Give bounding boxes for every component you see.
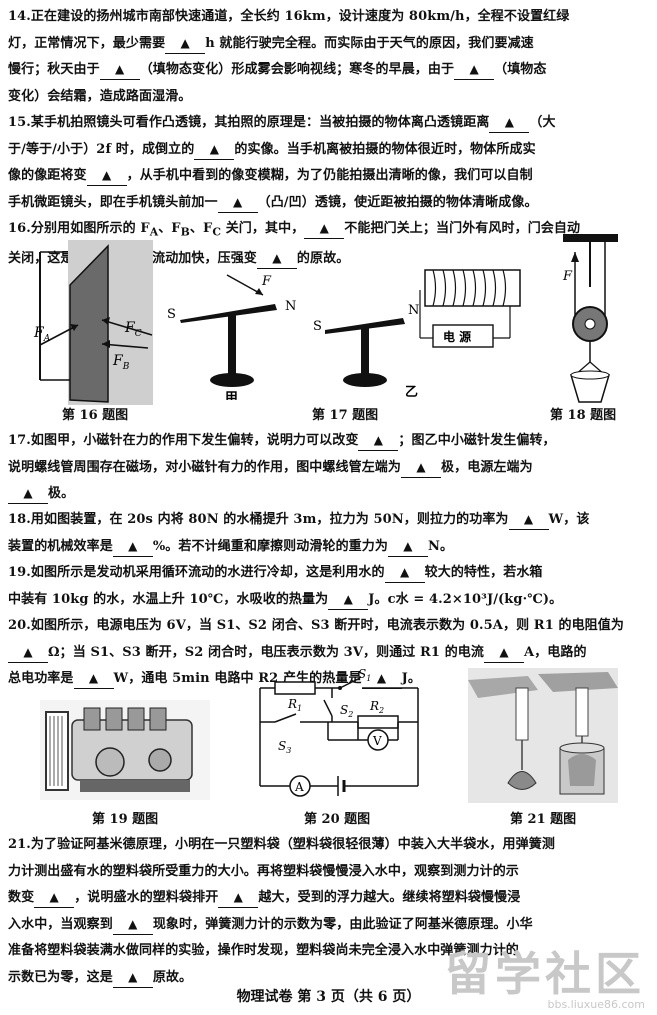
caption-fig20: 第 20 题图 [304, 812, 371, 827]
answer-blank[interactable]: ▲ [165, 34, 206, 54]
answer-blank[interactable]: ▲ [384, 563, 425, 583]
figure-17-compass: S N F 甲 S N 电 源 乙 [167, 269, 521, 400]
force-label-f: F [261, 274, 272, 289]
force-label-fc: FC [124, 320, 142, 339]
caption-fig18: 第 18 题图 [550, 408, 617, 423]
pole-n-label: N [285, 299, 296, 314]
pole-s-label: S [167, 307, 176, 322]
q21-line-5: 准备将塑料袋装满水做同样的实验，操作时发现，塑料袋尚未完全浸入水中弹簧测力计的 [8, 943, 519, 958]
answer-blank[interactable]: ▲ [387, 537, 428, 557]
q20-line-1: 20.如图所示，电源电压为 6V，当 S1、S2 闭合、S3 断开时，电流表示数… [8, 618, 624, 633]
watermark-url: bbs.liuxue86.com [547, 998, 645, 1011]
q17-line-3: ▲极。 [8, 481, 648, 508]
pole-n-label: N [408, 303, 419, 318]
force-label-fa: FA [33, 325, 51, 344]
figure-18-pulley: F [562, 234, 618, 403]
answer-blank[interactable]: ▲ [112, 915, 153, 935]
q17-line-1: 17.如图甲，小磁针在力的作用下发生偏转，说明力可以改变▲；图乙中小磁针发生偏转… [8, 428, 648, 455]
force-label-fb: FB [112, 353, 130, 372]
label-s2: S2 [340, 703, 353, 719]
answer-blank[interactable]: ▲ [218, 888, 259, 908]
answer-blank[interactable]: ▲ [304, 219, 345, 239]
q15-line-3: 像的像距将变▲，从手机中看到的像变模糊，为了仍能拍摄出清晰的像，我们可以自制 [8, 163, 648, 190]
label-jia: 甲 [225, 391, 238, 400]
answer-blank[interactable]: ▲ [34, 888, 75, 908]
answer-blank[interactable]: ▲ [112, 537, 153, 557]
q21-line-3: 数变▲，说明盛水的塑料袋排开▲越大，受到的浮力越大。继续将塑料袋慢慢浸 [8, 885, 648, 912]
answer-blank[interactable]: ▲ [489, 113, 530, 133]
answer-blank[interactable]: ▲ [8, 484, 48, 504]
q15-line-4: 手机微距镜头，即在手机镜头前加一▲（凸/凹）透镜，使近距被拍摄的物体清晰成像。 [8, 190, 648, 217]
q14-line-1: 14.正在建设的扬州城市南部快速通道，全长约 16km，设计速度为 80km/h… [8, 9, 570, 24]
answer-blank[interactable]: ▲ [112, 968, 153, 988]
answer-blank[interactable]: ▲ [217, 193, 258, 213]
answer-blank[interactable]: ▲ [484, 643, 525, 663]
label-r2: R2 [369, 699, 384, 715]
answer-blank[interactable]: ▲ [86, 166, 127, 186]
q20-line-2: ▲Ω；当 S1、S3 断开，S2 闭合时，电压表示数为 3V，则通过 R1 的电… [8, 640, 648, 667]
q21-line-1: 21.为了验证阿基米德原理，小明在一只塑料袋（塑料袋很轻很薄）中装入大半袋水，用… [8, 837, 555, 852]
answer-blank[interactable]: ▲ [454, 60, 495, 80]
caption-fig21: 第 21 题图 [510, 812, 577, 827]
watermark-logo: 留学社区 [445, 947, 645, 1001]
q18-line-1: 18.用如图装置，在 20s 内将 80N 的水桶提升 3m，拉力为 50N，则… [8, 507, 648, 534]
answer-blank[interactable]: ▲ [194, 140, 235, 160]
q19-line-1: 19.如图所示是发动机采用循环流动的水进行冷却，这是利用水的▲较大的特性，若水箱 [8, 560, 648, 587]
question-19: 19.如图所示是发动机采用循环流动的水进行冷却，这是利用水的▲较大的特性，若水箱… [8, 560, 648, 613]
answer-blank[interactable]: ▲ [73, 669, 114, 689]
answer-blank[interactable]: ▲ [99, 60, 140, 80]
question-21: 21.为了验证阿基米德原理，小明在一只塑料袋（塑料袋很轻很薄）中装入大半袋水，用… [8, 832, 648, 991]
figure-21-spring-scale [468, 668, 618, 803]
figure-20-circuit: R1 S1 S2 S3 R2 V A [259, 668, 419, 797]
q16-line-1: 16.分别用如图所示的 FA、FB、FC 关门，其中，▲不能把门关上；当门外有风… [8, 219, 581, 239]
q16-text: 16.分别用如图所示的 FA、FB、FC 关门，其中， [8, 221, 305, 239]
q14-line-3: 慢行；秋天由于▲（填物态变化）形成雾会影响视线；寒冬的早晨，由于▲（填物态 [8, 57, 648, 84]
figure-19-engine [40, 700, 210, 800]
label-r1: R1 [287, 697, 302, 713]
question-18: 18.用如图装置，在 20s 内将 80N 的水桶提升 3m，拉力为 50N，则… [8, 507, 648, 560]
caption-fig16: 第 16 题图 [62, 408, 129, 423]
q19-line-2: 中装有 10kg 的水，水温上升 10℃，水吸收的热量为▲J。c水 = 4.2×… [8, 587, 648, 614]
watermark: 留学社区 bbs.liuxue86.com [445, 938, 645, 1011]
answer-blank[interactable]: ▲ [328, 590, 369, 610]
label-s3: S3 [278, 739, 291, 755]
question-15: 15.某手机拍照镜头可看作凸透镜，其拍照的原理是：当被拍摄的物体离凸透镜距离▲（… [8, 110, 648, 216]
voltmeter-label: V [372, 734, 382, 748]
power-source-label: 电 源 [443, 329, 471, 344]
caption-fig17: 第 17 题图 [312, 408, 379, 423]
label-yi: 乙 [405, 385, 418, 400]
page-footer: 物理试卷 第 3 页（共 6 页） [236, 989, 421, 1005]
answer-blank[interactable]: ▲ [508, 510, 549, 530]
q21-line-4: 入水中，当观察到▲现象时，弹簧测力计的示数为零，由此验证了阿基米德原理。小华 [8, 912, 648, 939]
answer-blank[interactable]: ▲ [358, 431, 399, 451]
answer-blank[interactable]: ▲ [401, 458, 442, 478]
question-17: 17.如图甲，小磁针在力的作用下发生偏转，说明力可以改变▲；图乙中小磁针发生偏转… [8, 428, 648, 508]
q15-line-2: 于/等于/小于）2f 时，成倒立的▲的实像。当手机离被拍摄的物体很近时，物体所成… [8, 137, 648, 164]
caption-fig19: 第 19 题图 [92, 812, 159, 827]
question-14: 14.正在建设的扬州城市南部快速通道，全长约 16km，设计速度为 80km/h… [8, 4, 648, 110]
q21-line-6: 示数已为零，这是▲原故。 [8, 965, 648, 992]
q18-line-2: 装置的机械效率是▲%。若不计绳重和摩擦则动滑轮的重力为▲N。 [8, 534, 648, 561]
q17-line-2: 说明螺线管周围存在磁场，对小磁针有力的作用，图中螺线管左端为▲极，电源左端为 [8, 455, 648, 482]
answer-blank[interactable]: ▲ [8, 643, 48, 663]
pole-s-label: S [313, 319, 322, 334]
answer-blank[interactable]: ▲ [256, 249, 297, 270]
force-label-f: F [562, 269, 573, 284]
q15-line-1: 15.某手机拍照镜头可看作凸透镜，其拍照的原理是：当被拍摄的物体离凸透镜距离▲（… [8, 110, 648, 137]
q21-line-2: 力计测出盛有水的塑料袋所受重力的大小。再将塑料袋慢慢浸入水中，观察到测力计的示 [8, 863, 519, 879]
q14-line-2: 灯，正常情况下，最少需要▲h 就能行驶完全程。而实际由于天气的原因，我们要减速 [8, 31, 648, 58]
figure-16-door: FA FC FB [33, 240, 153, 405]
q14-line-4: 变化）会结霜，造成路面湿滑。 [8, 88, 192, 104]
label-s1: S1 [358, 668, 371, 683]
ammeter-label: A [294, 780, 304, 794]
